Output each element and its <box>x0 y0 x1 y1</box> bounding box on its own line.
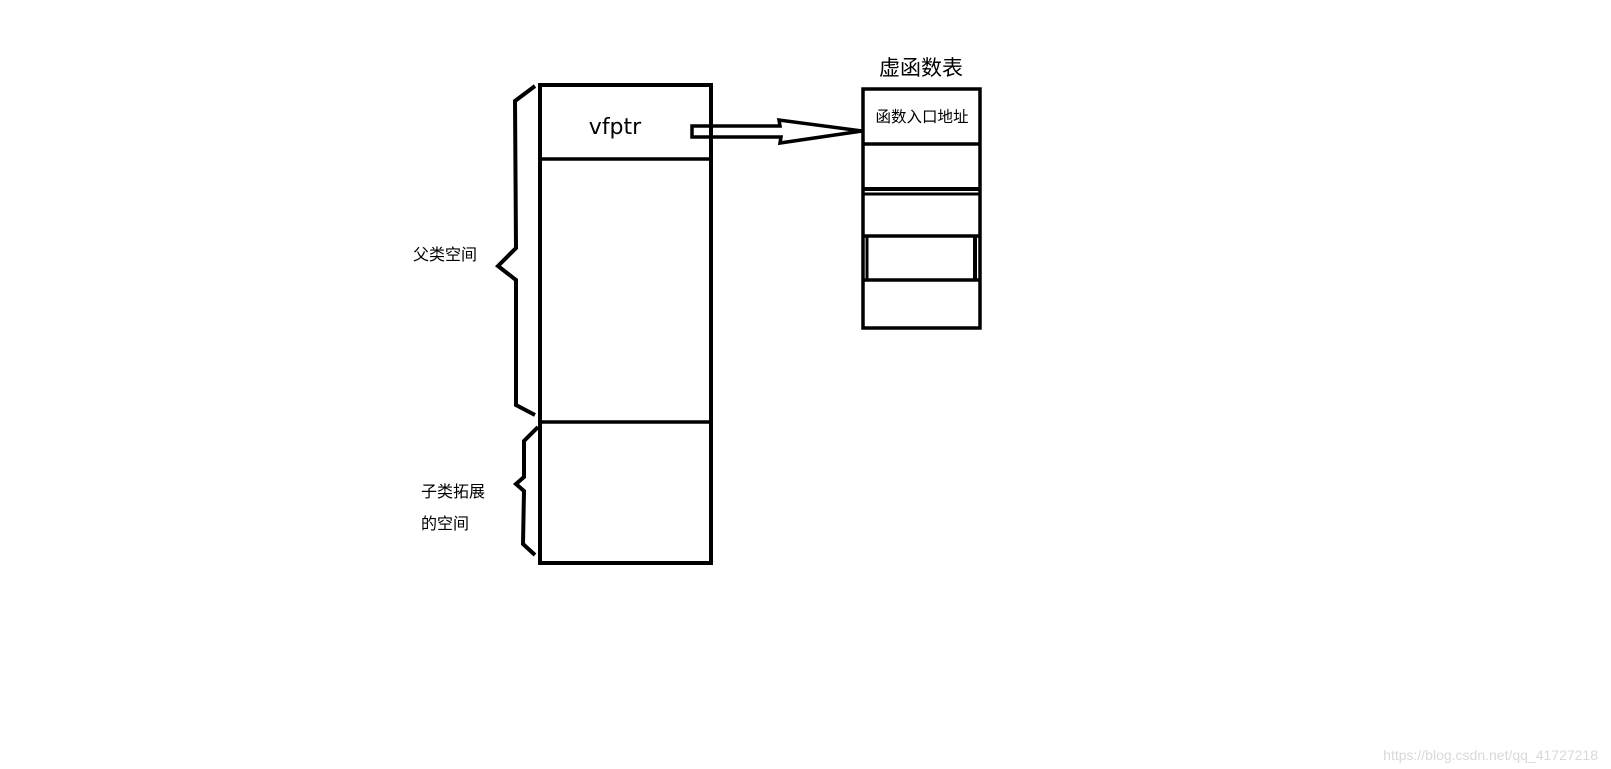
vtable-block: 虚函数表 函数入口地址 <box>861 56 982 330</box>
vtable-outline <box>861 87 982 330</box>
vtable-entry-label: 函数入口地址 <box>875 108 968 126</box>
child-space-label-line1: 子类拓展 <box>421 482 485 501</box>
object-memory-block: vfptr <box>538 83 713 565</box>
parent-space-label: 父类空间 <box>413 245 477 264</box>
vfptr-cell-label: vfptr <box>589 115 642 140</box>
object-outline <box>538 83 713 565</box>
vtable-title: 虚函数表 <box>879 56 963 80</box>
child-space-brace <box>512 425 540 557</box>
parent-space-brace <box>494 84 537 417</box>
watermark-url: https://blog.csdn.net/qq_41727218 <box>1383 747 1598 763</box>
vfptr-to-vtable-arrow <box>690 117 863 146</box>
child-space-label-line2: 的空间 <box>421 514 469 533</box>
